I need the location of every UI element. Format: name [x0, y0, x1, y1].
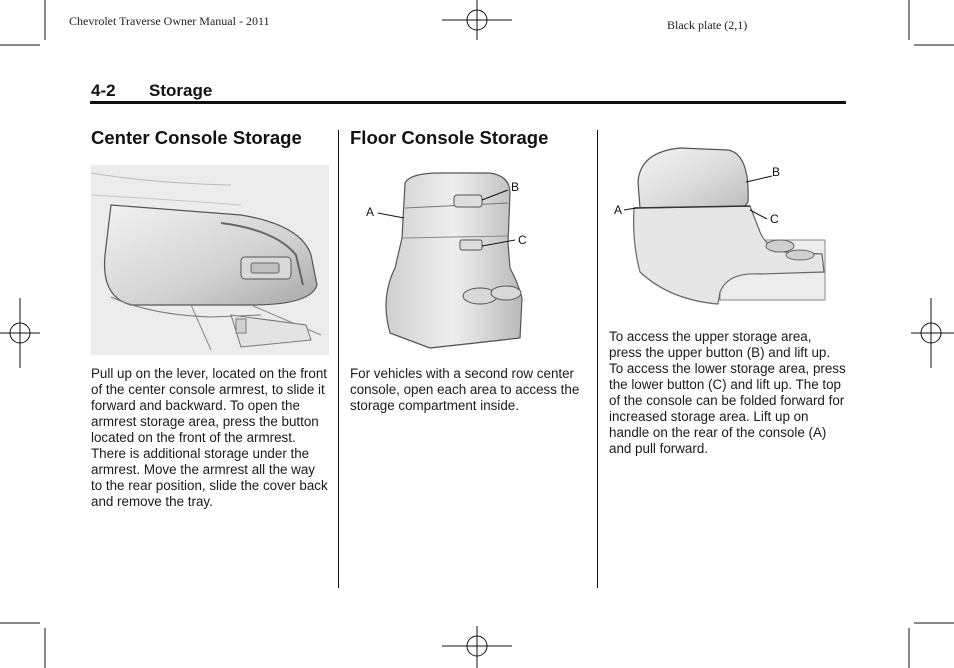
registration-target-top	[442, 0, 512, 40]
center-console-title: Center Console Storage	[91, 127, 302, 148]
folding-console-text: To access the upper storage area, press …	[609, 329, 846, 456]
floor-console-text: For vehicles with a second row center co…	[350, 366, 580, 413]
registration-target-bottom	[442, 626, 512, 668]
manual-title: Chevrolet Traverse Owner Manual - 2011	[69, 14, 270, 28]
folding-console-illustration: A B C	[614, 147, 826, 305]
registration-target-left	[0, 298, 40, 368]
plate-label: Black plate (2,1)	[667, 18, 748, 32]
upper-label-a: A	[614, 203, 622, 217]
column-divider-2	[597, 130, 598, 588]
floor-console-title: Floor Console Storage	[350, 127, 549, 148]
column-divider-1	[338, 130, 339, 588]
floor-label-b: B	[511, 180, 519, 194]
floor-console-illustration: A B C	[366, 172, 527, 349]
floor-label-a: A	[366, 205, 374, 219]
floor-label-c: C	[518, 233, 527, 247]
center-console-illustration	[91, 165, 329, 355]
center-console-text: Pull up on the lever, located on the fro…	[91, 366, 328, 509]
section-rule	[90, 101, 846, 104]
upper-label-c: C	[770, 212, 779, 226]
section-name: Storage	[149, 81, 213, 100]
upper-label-b: B	[772, 165, 780, 179]
section-number: 4-2	[91, 81, 116, 100]
registration-target-right	[911, 298, 954, 368]
